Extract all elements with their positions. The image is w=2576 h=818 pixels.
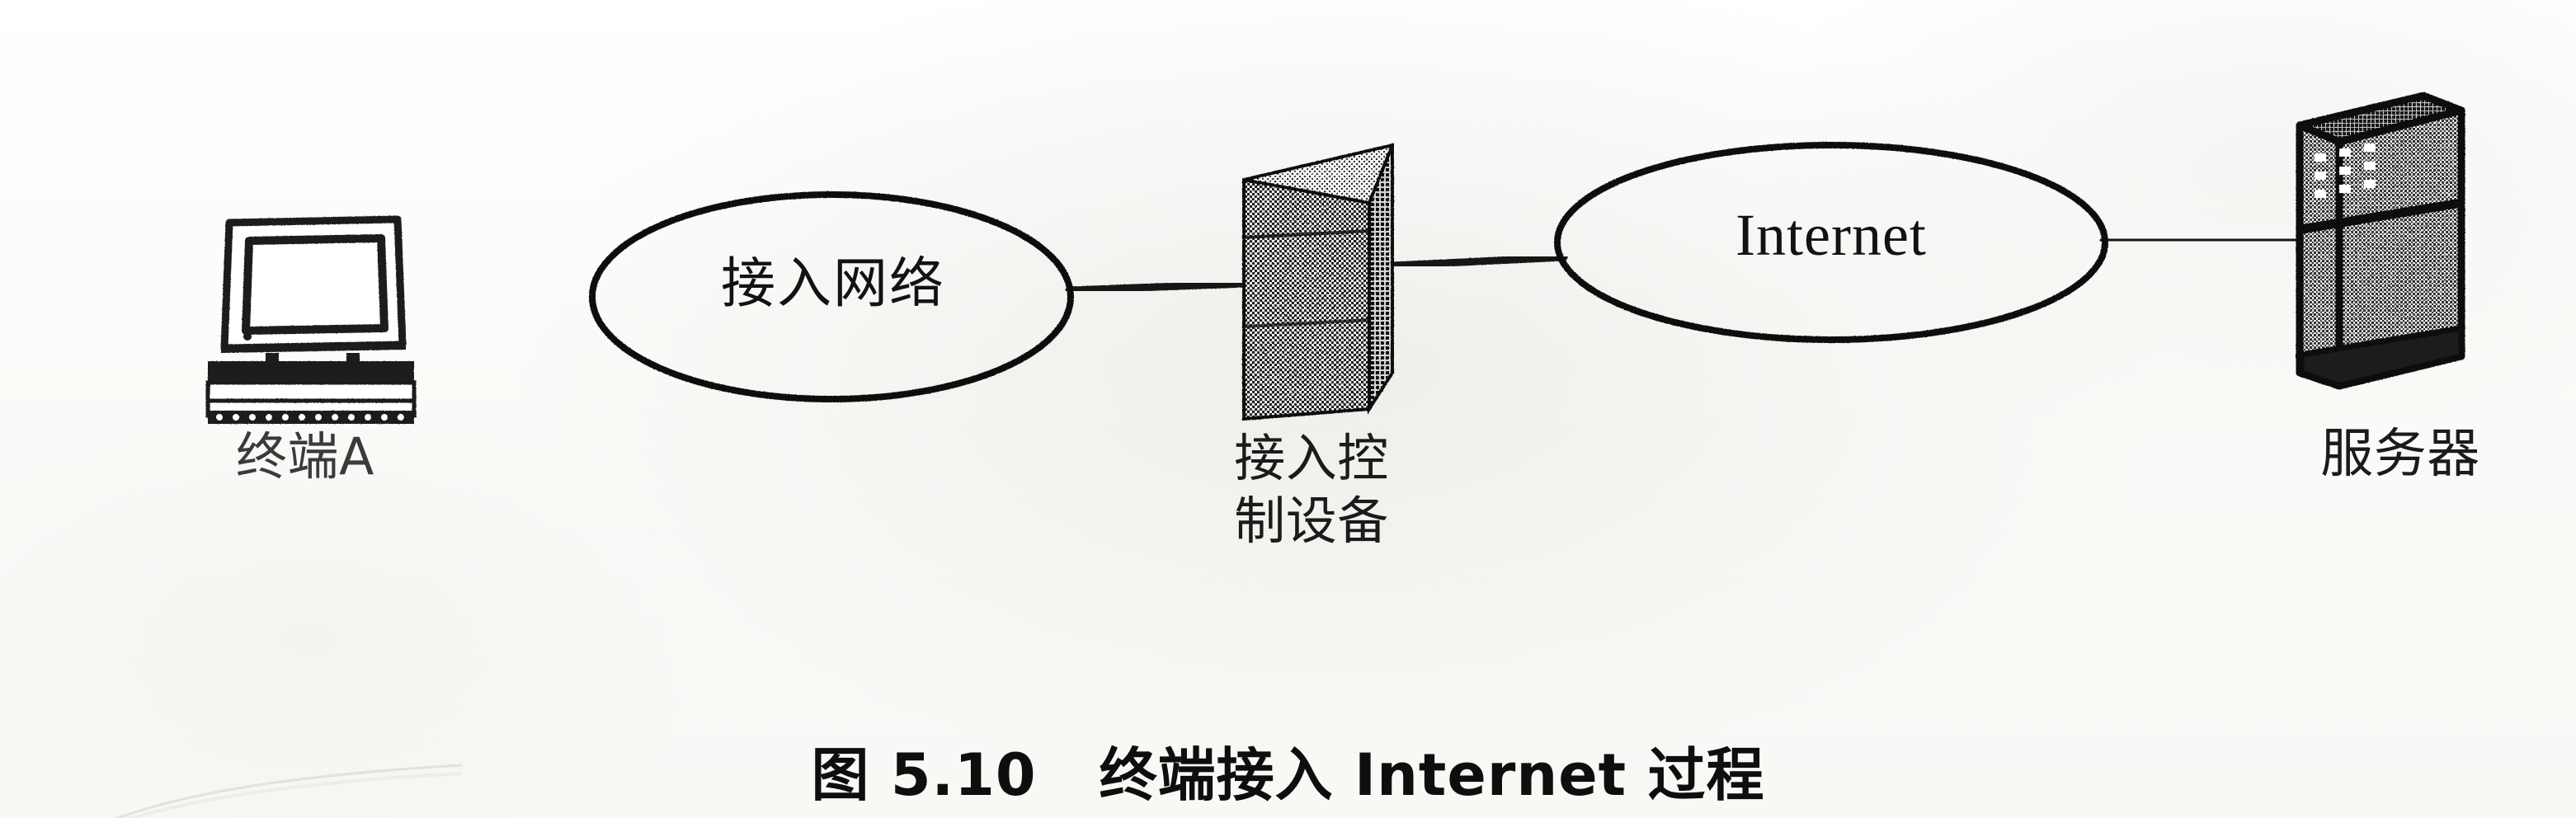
server-label: 服务器	[2320, 424, 2480, 485]
internet-ellipse	[1554, 142, 2108, 343]
figure-caption: 图 5.10 终端接入 Internet 过程	[811, 741, 1765, 809]
terminal-computer-icon	[205, 215, 417, 424]
access-control-device-label: 接入控制设备	[1138, 427, 1485, 552]
access-network-label: 接入网络	[721, 252, 945, 315]
access-control-device-icon	[1242, 143, 1394, 421]
terminal-label: 终端A	[236, 426, 374, 487]
access-network-ellipse	[589, 191, 1074, 402]
server-indicator-lights	[2315, 143, 2376, 198]
connector-access-network-to-acd	[1065, 280, 1251, 294]
acd-label-line2: 制设备	[1234, 490, 1389, 551]
server-tower-icon	[2296, 92, 2465, 390]
internet-label: Internet	[1735, 202, 1927, 268]
connector-acd-to-internet	[1388, 253, 1568, 270]
acd-label-line1: 接入控	[1234, 428, 1389, 488]
connector-internet-to-server	[2099, 235, 2305, 245]
